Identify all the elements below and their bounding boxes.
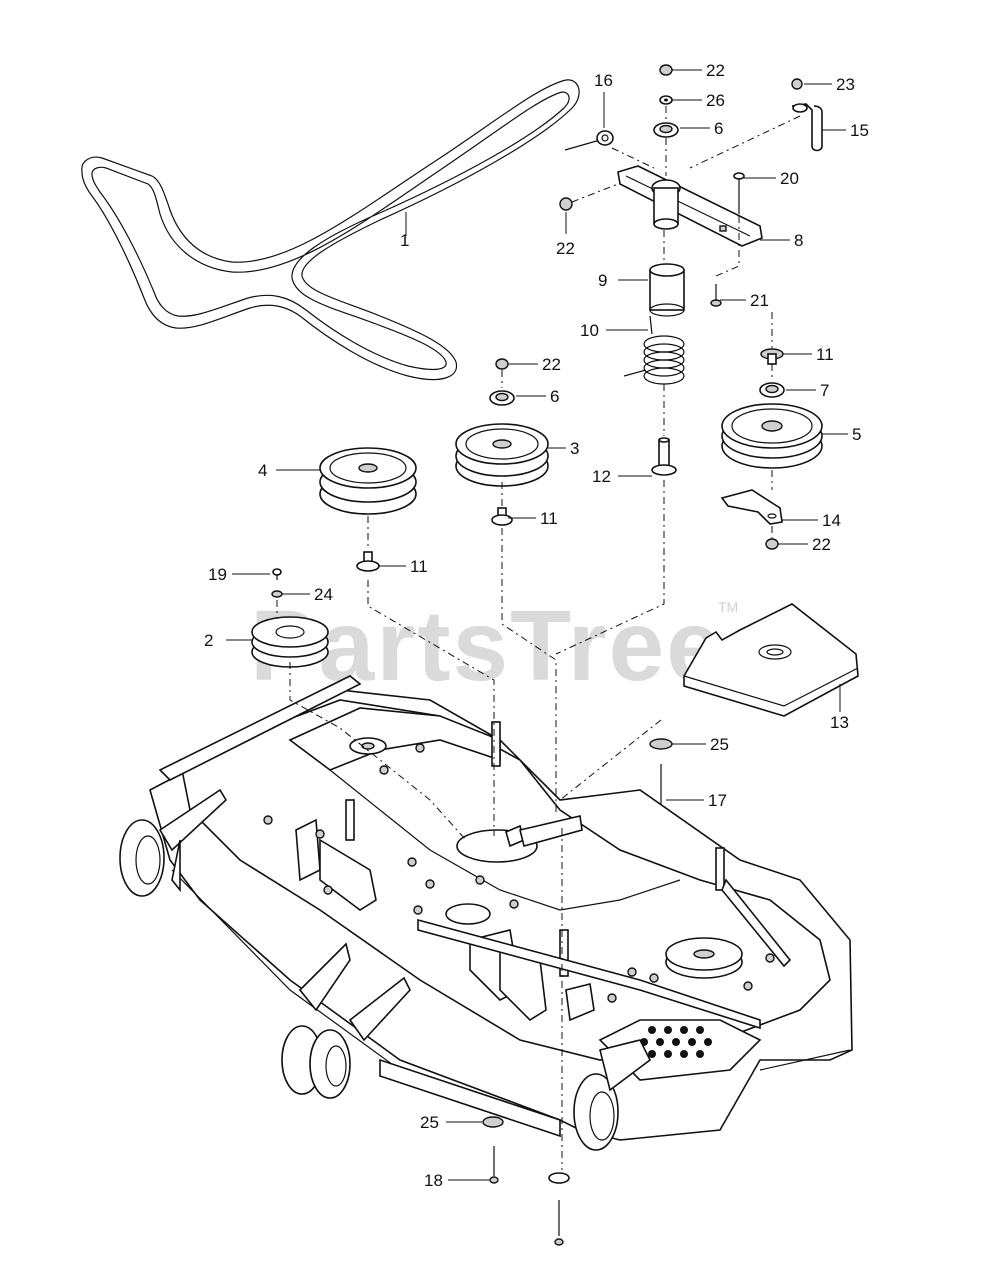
- part-nut-22-center: [495, 358, 509, 370]
- part-cap-11-right: [760, 348, 784, 365]
- callout-13: 13: [830, 713, 849, 732]
- part-cover-13: [683, 603, 859, 717]
- part-bearing-6-center: [489, 390, 515, 406]
- part-nut-22-top: [659, 64, 673, 76]
- callout-8: 8: [794, 231, 803, 250]
- callout-7: 7: [820, 381, 829, 400]
- callout-9: 9: [598, 271, 607, 290]
- watermark-tm: TM: [718, 599, 738, 615]
- callout-22-top: 22: [706, 61, 725, 80]
- callout-1: 1: [400, 231, 409, 250]
- part-pulley-2: [251, 616, 329, 668]
- callout-11-left: 11: [410, 557, 428, 576]
- part-pulley-3: [455, 423, 549, 487]
- callout-15: 15: [850, 121, 869, 140]
- callout-21: 21: [750, 291, 769, 310]
- part-cap-11-center: [491, 507, 513, 526]
- callout-16: 16: [594, 71, 613, 90]
- part-bolt-20: [733, 172, 745, 214]
- part-cap-11-left: [356, 551, 380, 572]
- part-spacer-25-lower: [482, 1116, 504, 1128]
- mower-deck: [119, 675, 853, 1151]
- part-pivot-12: [651, 437, 677, 476]
- part-nut-23: [791, 78, 803, 90]
- callout-25-lower: 25: [420, 1113, 439, 1132]
- callouts: 1 2 3 4 5 6 6 7 8 9 10 11 11 11 11 12 13…: [204, 61, 869, 1190]
- callout-11-right: 11: [816, 345, 834, 364]
- part-nut-22-left: [559, 197, 573, 211]
- part-bracket-14: [720, 489, 783, 525]
- part-nut-22-right: [765, 538, 779, 550]
- callout-18: 18: [424, 1171, 443, 1190]
- callout-14: 14: [822, 511, 841, 530]
- part-bolt-lower-center: [548, 1172, 570, 1246]
- part-spacer-25-upper: [649, 738, 673, 750]
- callout-25-upper: 25: [710, 735, 729, 754]
- part-pulley-5: [721, 403, 823, 469]
- part-spring-10: [623, 315, 685, 385]
- part-pulley-4: [319, 447, 417, 515]
- part-bushing-9: [649, 263, 685, 317]
- leader-lines: [226, 69, 848, 1181]
- callout-22-center: 22: [542, 355, 561, 374]
- part-bearing-7: [759, 382, 785, 398]
- callout-2: 2: [204, 631, 213, 650]
- callout-12: 12: [592, 467, 611, 486]
- part-bolt-21: [710, 284, 722, 307]
- part-rod-15: [791, 103, 823, 152]
- callout-4: 4: [258, 461, 267, 480]
- callout-6-top: 6: [714, 119, 723, 138]
- part-bolt-19: [272, 568, 282, 580]
- callout-6-center: 6: [550, 387, 559, 406]
- callout-22-right: 22: [812, 535, 831, 554]
- callout-17: 17: [708, 791, 727, 810]
- callout-26: 26: [706, 91, 725, 110]
- part-belt: [81, 79, 580, 381]
- part-pin-16: [564, 130, 614, 151]
- callout-24: 24: [314, 585, 333, 604]
- callout-19: 19: [208, 565, 227, 584]
- part-washer-26: [659, 95, 673, 105]
- part-washer-24: [271, 590, 283, 598]
- callout-23: 23: [836, 75, 855, 94]
- part-bolt-18: [489, 1146, 499, 1184]
- callout-22-left: 22: [556, 239, 575, 258]
- callout-10: 10: [580, 321, 599, 340]
- alignment-lines: [276, 106, 801, 1170]
- callout-5: 5: [852, 425, 861, 444]
- part-bearing-6-top: [653, 122, 679, 138]
- part-idler-arm-8: [617, 165, 763, 247]
- watermark: PartsTree: [250, 590, 724, 702]
- callout-11-center: 11: [540, 509, 558, 528]
- callout-3: 3: [570, 439, 579, 458]
- callout-20: 20: [780, 169, 799, 188]
